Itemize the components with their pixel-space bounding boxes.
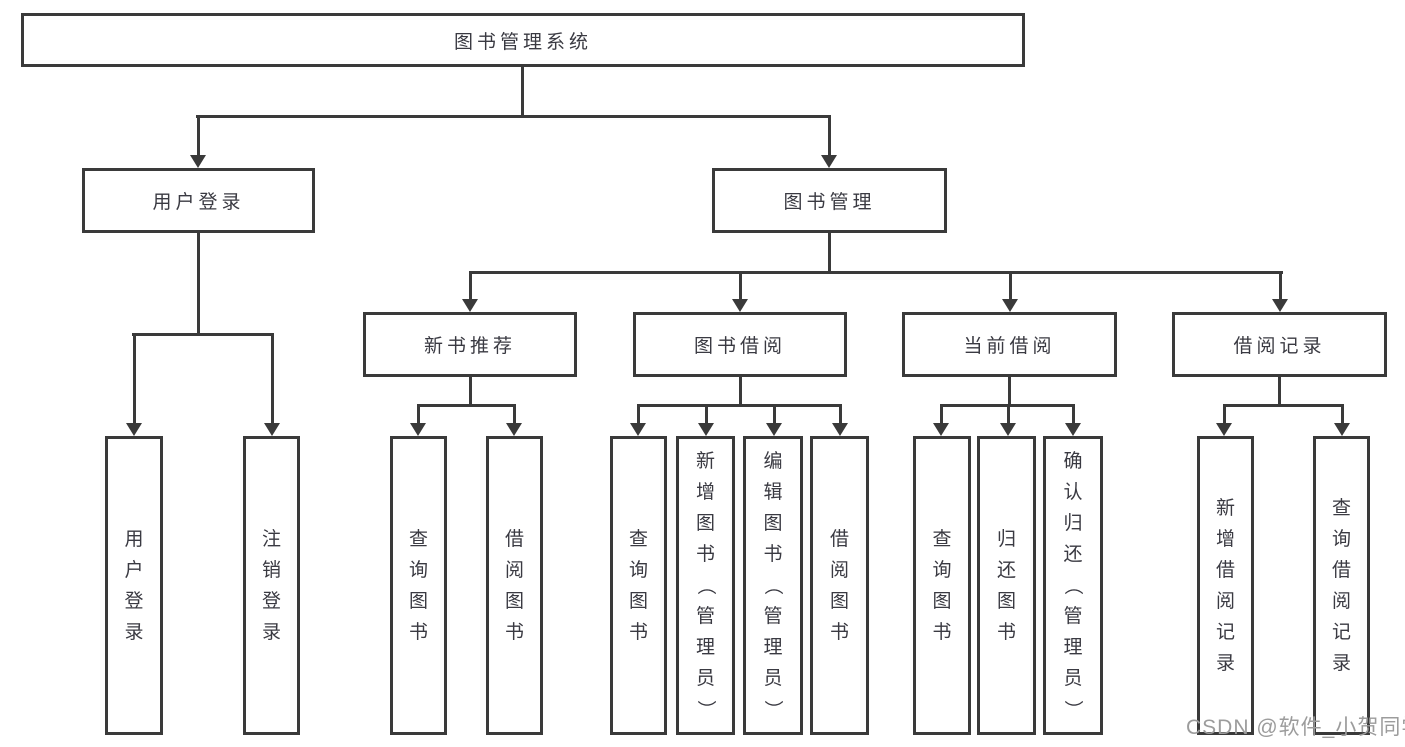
leaf-add-borrow-record: 新增借阅记录 [1197,436,1254,735]
connector-vline [521,67,524,117]
connector-arrow [1002,273,1018,312]
connector-hbar [196,115,831,118]
leaf-edit-books-admin: 编辑图书（管理员） [743,436,803,735]
connector-vline [197,233,200,335]
connector-hbar [417,404,516,407]
leaf-user-login: 用户登录 [105,436,163,735]
node-current-borrowing: 当前借阅 [902,312,1117,377]
connector-arrow [1000,406,1016,436]
node-borrowing-records: 借阅记录 [1172,312,1387,377]
connector-arrow [832,406,848,436]
connector-arrow [630,406,646,436]
node-new-book-recommendation: 新书推荐 [363,312,577,377]
leaf-confirm-return-admin: 确认归还（管理员） [1043,436,1103,735]
connector-hbar [940,404,1075,407]
connector-arrow [1216,406,1232,436]
node-book-management: 图书管理 [712,168,947,233]
connector-arrow [732,273,748,312]
connector-arrow [1272,273,1288,312]
connector-arrow [1065,406,1081,436]
connector-vline [739,377,742,406]
connector-arrow [1334,406,1350,436]
connector-hbar [1223,404,1344,407]
leaf-query-borrow-record: 查询借阅记录 [1313,436,1370,735]
leaf-query-books-borrow: 查询图书 [610,436,667,735]
connector-hbar [637,404,842,407]
leaf-borrow-books: 借阅图书 [810,436,869,735]
leaf-query-books-current: 查询图书 [913,436,971,735]
connector-vline [1008,377,1011,406]
connector-arrow [698,406,714,436]
connector-arrow [821,117,837,168]
node-book-borrowing: 图书借阅 [633,312,847,377]
watermark-text: CSDN @软件_小贺同学 [1186,716,1405,739]
connector-vline [469,377,472,406]
connector-hbar [469,271,1283,274]
connector-arrow [933,406,949,436]
connector-hbar [132,333,274,336]
leaf-add-books-admin: 新增图书（管理员） [676,436,735,735]
leaf-query-books-recommend: 查询图书 [390,436,447,735]
node-user-login: 用户登录 [82,168,315,233]
connector-arrow [410,406,426,436]
connector-vline [1278,377,1281,406]
connector-arrow [506,406,522,436]
node-library-management-system: 图书管理系统 [21,13,1025,67]
connector-arrow [766,406,782,436]
connector-arrow [126,335,142,436]
leaf-borrow-books-recommend: 借阅图书 [486,436,543,735]
connector-arrow [264,335,280,436]
connector-arrow [190,117,206,168]
connector-arrow [462,273,478,312]
leaf-return-books: 归还图书 [977,436,1036,735]
connector-vline [828,233,831,274]
leaf-logout: 注销登录 [243,436,300,735]
